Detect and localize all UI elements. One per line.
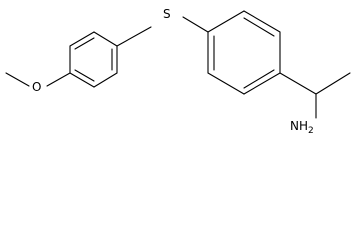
- sulfur-label: S: [163, 7, 171, 21]
- molecule-structure: O S NH2: [5, 7, 351, 136]
- bond-sulfur-ring2: [182, 16, 209, 33]
- bond-ring2-alpha-carbon: [279, 72, 317, 95]
- bond-ring1-sulfur: [116, 26, 152, 47]
- benzene-ring-left: [69, 31, 118, 88]
- bond-methyl-oxygen: [5, 72, 30, 87]
- amine-label: NH2: [290, 119, 314, 136]
- benzene-ring-right: [207, 10, 281, 95]
- bond-alpha-carbon-methyl: [315, 72, 351, 95]
- bond-oxygen-ring1: [46, 72, 71, 87]
- amine-nh-label: NH: [290, 119, 308, 133]
- oxygen-label: O: [32, 80, 41, 94]
- amine-subscript: 2: [308, 126, 314, 136]
